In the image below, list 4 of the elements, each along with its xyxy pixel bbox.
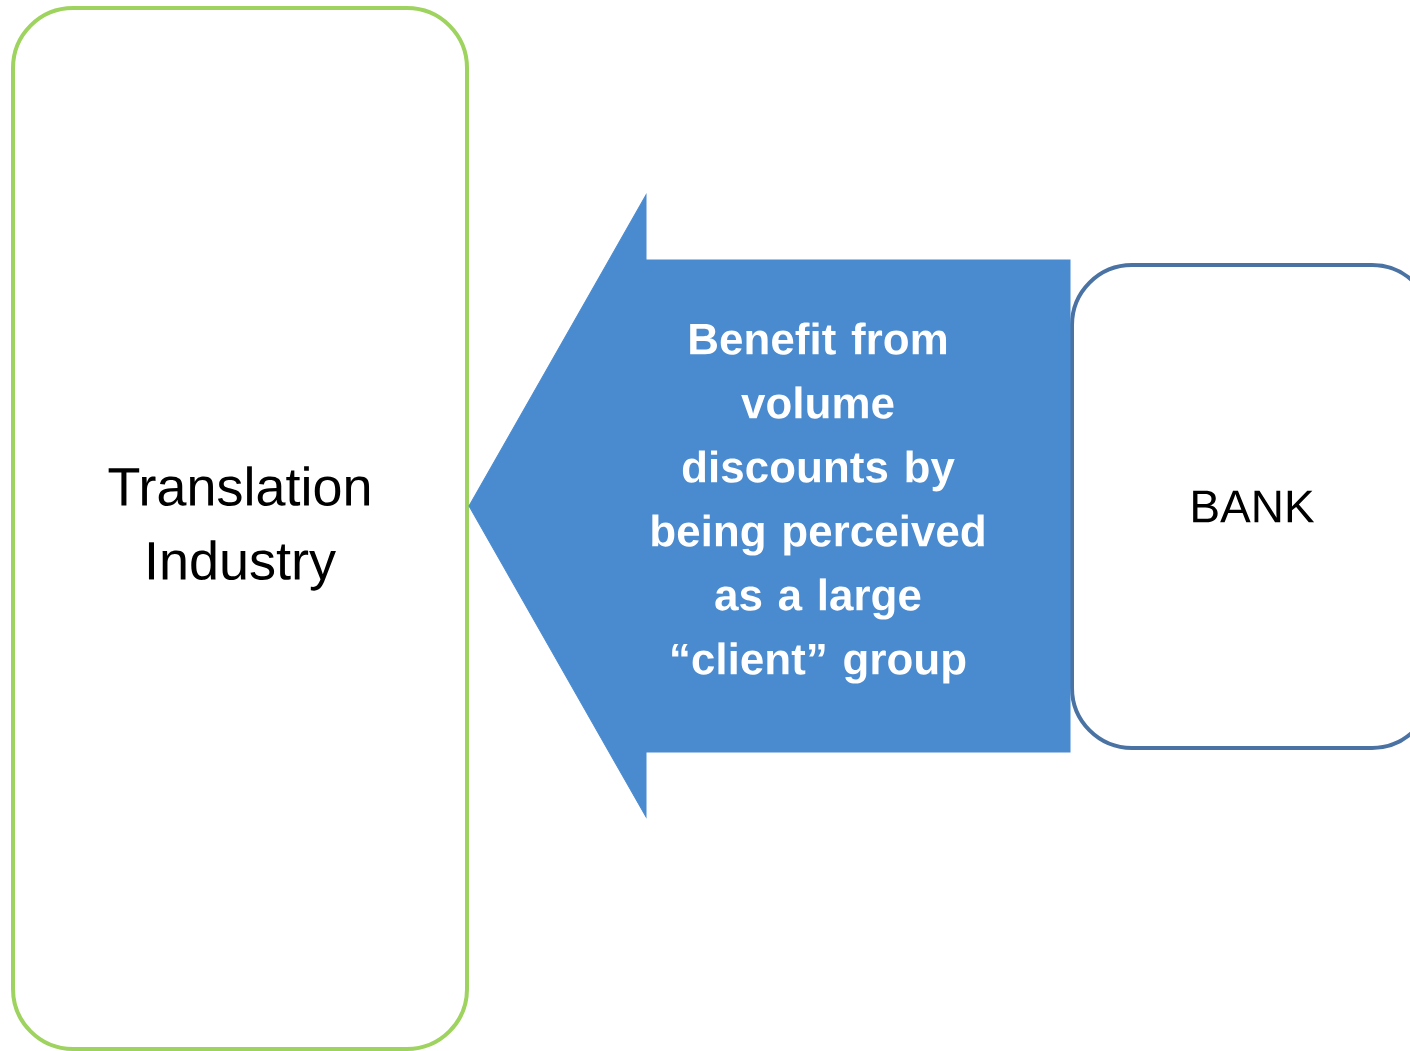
rounded-box: BANK [1070, 263, 1410, 750]
edge-label: Benefit from volume discounts by being perceived as a large “client” group [652, 322, 984, 684]
block-arrow [468, 194, 1071, 818]
rounded-box: Translation Industry [11, 6, 469, 1051]
